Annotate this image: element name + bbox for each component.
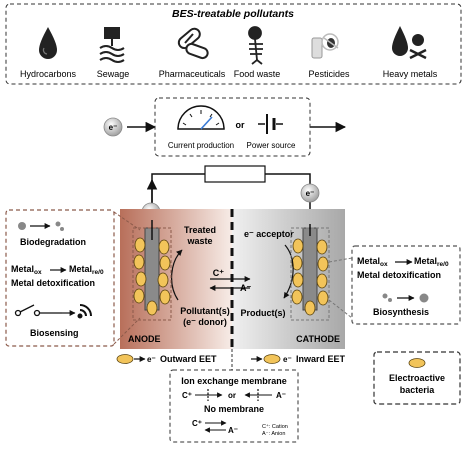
anode-label: ANODE	[128, 334, 161, 344]
biodegradation-label: Biodegradation	[20, 237, 86, 247]
bacteria-label: bacteria	[400, 385, 436, 395]
cathode-label: CATHODE	[296, 334, 340, 344]
fish-bone-icon	[248, 26, 263, 65]
product-label: Product(s)	[241, 308, 286, 318]
membrane-anion-1: A⁻	[276, 391, 286, 400]
battery-icon	[258, 114, 283, 134]
pesticide-bug-icon	[311, 33, 339, 59]
outward-electron-label: e⁻	[147, 355, 156, 364]
sewage-pipe-icon	[99, 27, 125, 63]
electron-left-icon	[103, 117, 123, 137]
membrane-or: or	[228, 391, 236, 400]
pills-icon	[177, 27, 209, 60]
bacterium-icon	[408, 358, 426, 368]
pollutants-label: Pollutant(s)	[180, 306, 230, 316]
circuit-or: or	[236, 120, 245, 130]
right-metal-ox: Metalox	[357, 256, 388, 268]
current-production-label: Current production	[168, 141, 234, 150]
electron-acceptor-label: e⁻ acceptor	[244, 229, 294, 239]
inward-eet-label: Inward EET	[296, 354, 346, 364]
left-metal-red: Metalre/0	[69, 264, 104, 276]
left-metal-detox-label: Metal detoxification	[11, 278, 95, 288]
skull-crossbones-icon	[392, 26, 427, 60]
pollutant-label-sewage: Sewage	[97, 69, 130, 79]
cell-cation-label: C⁺	[213, 268, 224, 278]
signal-icon	[77, 304, 92, 319]
outward-eet-label: Outward EET	[160, 354, 217, 364]
biosynthesis-label: Biosynthesis	[373, 307, 429, 317]
external-circuit: e⁻ or Current production Power source e⁻…	[103, 97, 347, 226]
resistor	[204, 165, 266, 183]
left-metal-ox: Metalox	[11, 264, 42, 276]
membrane-cation-2: C⁺	[192, 419, 202, 428]
pollutant-label-pesticides: Pesticides	[308, 69, 350, 79]
cathode-electrode	[302, 227, 318, 311]
switch-icon	[14, 304, 62, 317]
membrane-options-box: Ion exchange membrane C⁺ or A⁻ No membra…	[169, 349, 299, 443]
treated-label: Treated	[184, 225, 216, 235]
no-membrane-label: No membrane	[204, 404, 264, 414]
pollutants-panel: BES-treatable pollutants	[5, 3, 462, 85]
electron-cathode-icon	[300, 183, 320, 203]
electroactive-label: Electroactive	[389, 373, 445, 383]
pollutant-label-heavy-metals: Heavy metals	[383, 69, 438, 79]
bacteria-legend: Electroactive bacteria	[373, 351, 461, 405]
inward-electron-label: e⁻	[283, 355, 292, 364]
reactor-cell: Treated waste C⁺ A⁻ Pollutant(s) (e⁻ don…	[120, 209, 345, 349]
cation-legend: C⁺: Cation	[262, 423, 288, 430]
left-applications-panel: Biodegradation Metalox Metalre/0 Metal d…	[5, 209, 172, 347]
anode-electrode	[144, 227, 160, 311]
membrane-cation-1: C⁺	[182, 391, 192, 400]
anion-legend: A⁻: Anion	[262, 431, 285, 437]
right-metal-detox-label: Metal detoxification	[357, 270, 441, 280]
cell-anion-label: A⁻	[240, 283, 251, 293]
eet-legend: e⁻ Outward EET e⁻ Inward EET	[116, 354, 346, 364]
ammeter-icon	[177, 105, 225, 130]
waste-label: waste	[186, 236, 212, 246]
biosensing-label: Biosensing	[30, 328, 79, 338]
ion-exchange-label: Ion exchange membrane	[181, 376, 287, 386]
membrane-anion-2: A⁻	[228, 426, 238, 435]
pollutant-label-hydrocarbons: Hydrocarbons	[20, 69, 77, 79]
electron-left-label: e⁻	[109, 123, 118, 132]
electron-donor-label: (e⁻ donor)	[183, 317, 227, 327]
pollutants-title: BES-treatable pollutants	[172, 8, 294, 20]
pollutant-label-food-waste: Food waste	[234, 69, 281, 79]
oil-drop-icon	[39, 27, 57, 59]
electron-cathode-label: e⁻	[306, 189, 315, 198]
right-metal-red: Metalre/0	[414, 256, 449, 268]
pollutant-label-pharmaceuticals: Pharmaceuticals	[159, 69, 226, 79]
right-applications-panel: Metalox Metalre/0 Metal detoxification B…	[290, 227, 461, 325]
power-source-label: Power source	[247, 141, 296, 150]
